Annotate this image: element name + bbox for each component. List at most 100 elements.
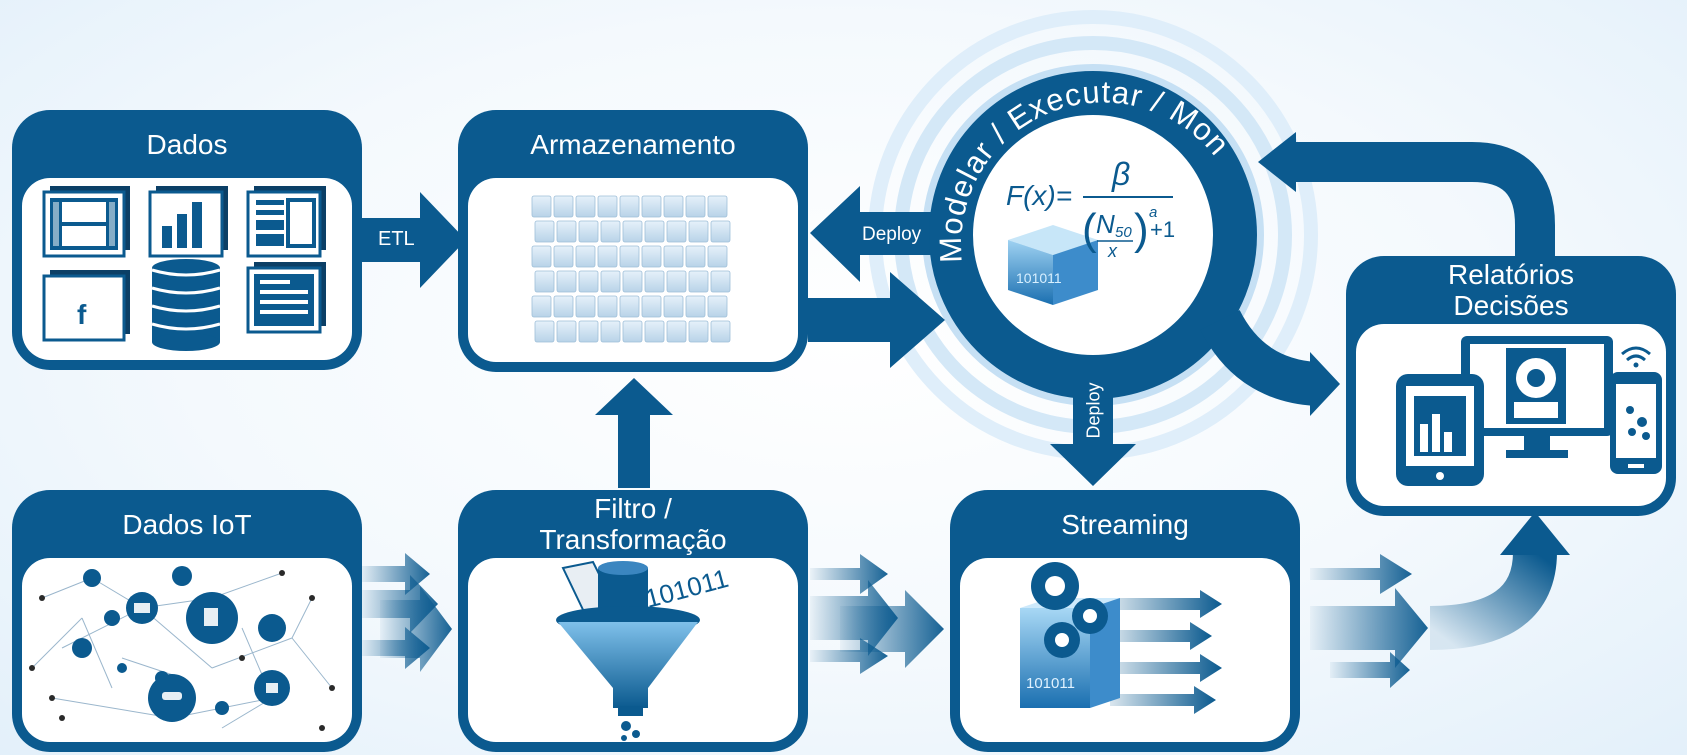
storage-cube [644, 270, 665, 293]
deploy-down-arrow [1050, 355, 1136, 486]
formula-n: N [1096, 209, 1115, 239]
storage-cube [622, 320, 643, 343]
filter-to-storage-arrow [595, 378, 673, 488]
ring-to-reports-arrow-path [1200, 309, 1319, 406]
storage-cube [685, 245, 706, 268]
storage-to-model-arrow [808, 272, 945, 368]
filtro-title: Filtro / Transformação [539, 493, 727, 555]
streaming-title: Streaming [1061, 508, 1189, 540]
storage-cube [641, 295, 662, 318]
formula-n-sub: 50 [1115, 224, 1132, 241]
streaming-gears-icon: 101011 [1020, 562, 1222, 714]
svg-text:101011: 101011 [1016, 270, 1062, 286]
tablet-icon [1396, 374, 1484, 486]
formula-panel: 101011 F(x)= β ( N 50 x ) a +1 [1006, 156, 1175, 305]
deploy-left-label: Deploy [862, 224, 922, 245]
armazenamento-box: Armazenamento [458, 110, 808, 372]
paren-left: ( [1082, 205, 1097, 254]
storage-cube [578, 270, 599, 293]
storage-cube [685, 295, 706, 318]
iot-to-filter-arrows [360, 553, 452, 672]
etl-label: ETL [378, 228, 415, 250]
storage-cube [534, 220, 555, 243]
storage-cube [553, 295, 574, 318]
filter-to-streaming-arrows [810, 554, 944, 674]
model-ring [929, 71, 1257, 399]
storage-cube [619, 245, 640, 268]
storage-cube [641, 245, 662, 268]
storage-cube [644, 320, 665, 343]
storage-cube [531, 295, 552, 318]
storage-cube [553, 245, 574, 268]
storage-cube [710, 320, 731, 343]
storage-cube [685, 195, 706, 218]
storage-cube [666, 220, 687, 243]
formula-exponent: a [1149, 204, 1157, 221]
armazenamento-title: Armazenamento [530, 128, 736, 160]
storage-cube [597, 295, 618, 318]
formula-x: x [1107, 241, 1118, 261]
feedback-arrowhead [1258, 132, 1296, 192]
storage-cube [597, 195, 618, 218]
filtro-box: Filtro / Transformação 101011 [458, 490, 808, 752]
storage-cube [619, 195, 640, 218]
storage-cube [710, 220, 731, 243]
storage-cube [556, 270, 577, 293]
storage-cube [688, 270, 709, 293]
storage-cube [644, 220, 665, 243]
layout-icon [246, 186, 326, 258]
dados-title: Dados [146, 128, 228, 160]
storage-cube [600, 220, 621, 243]
bar-chart-icon [148, 186, 228, 258]
dados-iot-title: Dados IoT [122, 508, 252, 540]
binary-digits: 101011 [642, 563, 732, 614]
relatorios-title: Relatórios Decisões [1447, 259, 1575, 321]
ring-text: Modelar / Executar / Monitorar [933, 75, 1236, 263]
database-icon [151, 259, 221, 351]
storage-cube [534, 320, 555, 343]
storage-cube [641, 195, 662, 218]
storage-cube [600, 270, 621, 293]
storage-cube [575, 245, 596, 268]
dados-icons: f [42, 186, 326, 351]
storage-cube [622, 220, 643, 243]
storage-cube [556, 220, 577, 243]
storage-cube [575, 295, 596, 318]
storage-cube [707, 245, 728, 268]
storage-cube [688, 220, 709, 243]
storage-cube [600, 320, 621, 343]
storage-cube [556, 320, 577, 343]
paren-right: ) [1134, 205, 1149, 254]
streaming-to-reports-arrows [1310, 554, 1428, 688]
storage-cube [578, 320, 599, 343]
deploy-left-arrow [810, 186, 975, 282]
storage-cube [666, 270, 687, 293]
storage-cube [663, 245, 684, 268]
streaming-to-reports-curve-head [1500, 512, 1570, 555]
storage-cube [707, 195, 728, 218]
storage-cube [531, 195, 552, 218]
svg-text:f: f [77, 299, 87, 330]
data-cube-icon: 101011 [1008, 225, 1098, 305]
formula-plus-one: +1 [1150, 217, 1175, 242]
storage-cube [710, 270, 731, 293]
formula-lhs: F(x)= [1006, 180, 1072, 211]
monitor-icon [1461, 336, 1613, 458]
iot-network-icon [29, 566, 335, 731]
facebook-icon: f [42, 270, 130, 342]
ring-to-reports-arrowhead [1310, 352, 1340, 416]
etl-arrow [358, 192, 466, 288]
storage-cube [688, 320, 709, 343]
table-icon [42, 186, 130, 258]
storage-cube [553, 195, 574, 218]
formula-numerator: β [1111, 156, 1130, 192]
reports-to-ring-feedback-path [1292, 142, 1555, 258]
relatorios-box: Relatórios Decisões [1346, 256, 1676, 516]
storage-cube [578, 220, 599, 243]
smartphone-icon [1610, 346, 1662, 474]
funnel-icon: 101011 [556, 560, 732, 741]
dados-iot-box: Dados IoT [12, 490, 362, 752]
storage-cube [575, 195, 596, 218]
cube-grid-icon [531, 195, 731, 343]
